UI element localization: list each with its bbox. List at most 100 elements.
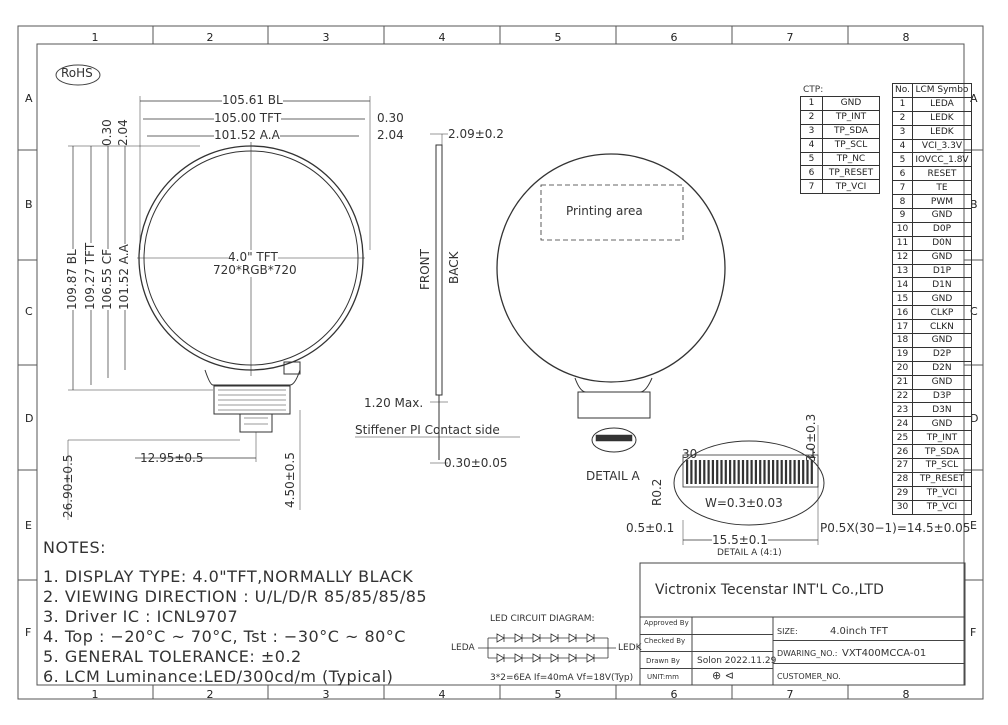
company-name: Victronix Tecenstar INT'L Co.,LTD [655, 582, 884, 598]
detail-pin [707, 460, 710, 484]
dim-pin-width: W=0.3±0.03 [705, 496, 783, 510]
pin-start-number: 30 [682, 447, 698, 461]
grid-column-label: 1 [91, 31, 99, 44]
table-cell: GND [911, 249, 972, 265]
table-cell: D0P [911, 221, 972, 237]
grid-row-label: B [25, 198, 33, 211]
table-cell: 19 [892, 346, 913, 362]
tb-divider [640, 651, 773, 652]
grid-row-label: B [970, 198, 978, 211]
table-cell: CLKP [911, 305, 972, 321]
detail-pin [698, 460, 702, 484]
table-cell: TP_NC [822, 151, 880, 167]
led-diode-icon [568, 633, 577, 643]
table-cell: TP_RESET [822, 165, 880, 181]
table-cell: TP_VCI [911, 485, 972, 501]
table-cell: VCI_3.3V [911, 138, 972, 154]
table-cell: LEDK [911, 110, 972, 126]
detail-pin-array [686, 460, 813, 484]
detail-pin [733, 460, 736, 484]
table-cell: 5 [892, 152, 913, 168]
stiffener-label: Stiffener PI Contact side [355, 423, 500, 437]
table-cell: RESET [911, 166, 972, 182]
back-view [496, 153, 726, 453]
note-item: 6. LCM Luminance:LED/300cd/m (Typical) [43, 667, 394, 686]
table-cell: 28 [892, 471, 913, 487]
table-cell: 17 [892, 319, 913, 335]
table-cell: 4 [800, 137, 823, 153]
table-cell: TP_INT [822, 109, 880, 125]
detail-pin [711, 460, 714, 484]
table-cell: 10 [892, 221, 913, 237]
led-diode-icon [514, 633, 523, 643]
table-cell: 25 [892, 430, 913, 446]
detail-pin [746, 460, 749, 484]
led-diode-icon [586, 653, 595, 663]
grid-row-label: E [25, 519, 32, 532]
detail-pin [694, 460, 697, 484]
table-cell: 29 [892, 485, 913, 501]
table-cell: 24 [892, 416, 913, 432]
table-cell: LEDK [911, 124, 972, 140]
table-cell: TP_RESET [911, 471, 972, 487]
table-cell: 30 [892, 499, 913, 515]
table-cell: 4 [892, 138, 913, 154]
table-cell: CLKN [911, 319, 972, 335]
detail-pin [690, 460, 693, 484]
table-cell: 15 [892, 291, 913, 307]
grid-row-label: F [970, 626, 977, 639]
dim-pin-height: 3.0±0.3 [804, 413, 818, 462]
front-label: FRONT [418, 249, 432, 290]
drawn-by-value: Solon 2022.11.29 [697, 656, 777, 666]
table-cell: 23 [892, 402, 913, 418]
table-cell: 1 [892, 96, 913, 112]
back-label: BACK [447, 251, 461, 284]
drawing-number-label: DWARING_NO.: [777, 649, 838, 658]
dim-total-width: 15.5±0.1 [712, 533, 768, 547]
grid-row-label: D [970, 412, 979, 425]
table-cell: 16 [892, 305, 913, 321]
detail-pin [763, 460, 766, 484]
dim-corner-radius: R0.2 [650, 478, 664, 506]
rohs-logo-icon [55, 64, 101, 86]
grid-row-label: C [25, 305, 33, 318]
table-cell: TP_VCI [911, 499, 972, 515]
table-cell: 26 [892, 444, 913, 460]
table-cell: 1 [800, 96, 823, 111]
note-item: 4. Top : −20°C ~ 70°C, Tst : −30°C ~ 80°… [43, 627, 406, 646]
table-cell: 7 [800, 179, 823, 195]
table-cell: IOVCC_1.8V [911, 152, 972, 168]
table-cell: GND [911, 374, 972, 390]
table-cell: TP_SDA [822, 123, 880, 139]
table-cell: LEDA [911, 96, 972, 112]
grid-row-label: A [970, 92, 978, 105]
ledk-label: LEDK [618, 643, 642, 653]
dim-left-204: 2.04 [116, 119, 130, 146]
table-cell: 14 [892, 277, 913, 293]
table-cell: 20 [892, 360, 913, 376]
dim-right-204: 2.04 [377, 128, 404, 142]
unit-label: UNIT:mm [647, 673, 679, 681]
led-diode-icon [496, 653, 505, 663]
rohs-label: RoHS [61, 66, 93, 80]
drawn-by-label: Drawn By [646, 657, 680, 665]
